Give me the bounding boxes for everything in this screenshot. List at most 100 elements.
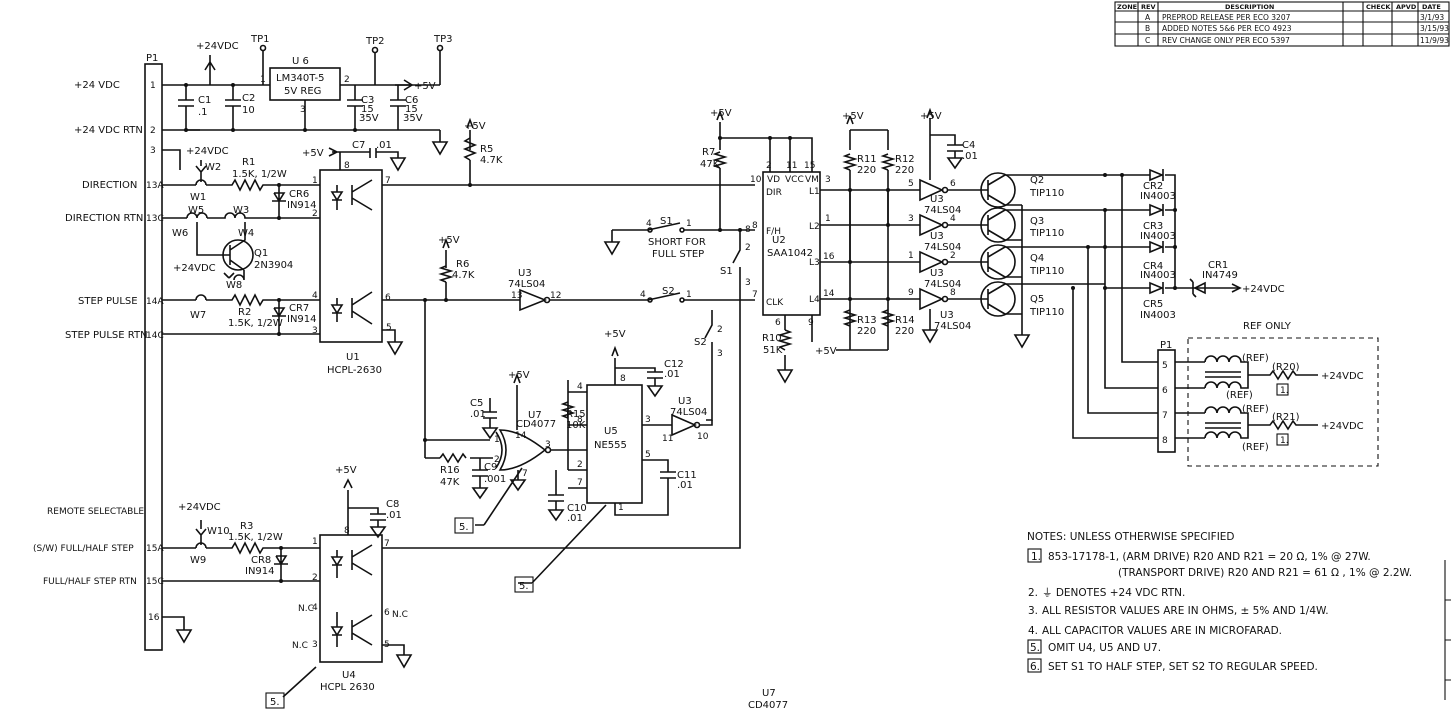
u4-supply-wiring bbox=[343, 478, 387, 539]
flyback-diodes: CR2 IN4003 CR3 IN4003 CR4 IN4003 CR5 IN4… bbox=[1071, 168, 1285, 321]
u2-pin-dir: DIR bbox=[766, 188, 782, 198]
s1-caption-2: FULL STEP bbox=[652, 249, 704, 260]
pin-3: 3 bbox=[150, 146, 156, 156]
signal-24vdc: +24 VDC bbox=[74, 80, 120, 91]
darlington-transistors: Q2 TIP110 Q3 TIP110 Q4 TIP110 Q5 TIP110 bbox=[975, 172, 1105, 349]
svg-text:5.: 5. bbox=[519, 581, 529, 592]
pin-1: 1 bbox=[150, 81, 156, 91]
r10-value: 51K bbox=[763, 345, 783, 356]
ref-label-2: (REF) bbox=[1226, 390, 1253, 401]
svg-text:5.: 5. bbox=[459, 522, 469, 533]
q2-ref: Q2 bbox=[1030, 175, 1044, 186]
u3b-part: 74LS04 bbox=[924, 205, 961, 216]
svg-text:2: 2 bbox=[766, 161, 772, 171]
svg-text:1: 1 bbox=[618, 503, 624, 513]
r7-ref: R7 bbox=[702, 147, 715, 158]
svg-text:2: 2 bbox=[312, 573, 318, 583]
optocoupler-u1: U1 HCPL-2630 12 43 76 58 bbox=[312, 161, 392, 376]
motor-pin-6: 6 bbox=[1162, 386, 1168, 396]
svg-text:4: 4 bbox=[950, 214, 956, 224]
rev-b-description: ADDED NOTES 5&6 PER ECO 4923 bbox=[1162, 24, 1292, 33]
w8-label: W8 bbox=[226, 280, 242, 291]
note-4-text: ALL CAPACITOR VALUES ARE IN MICROFARAD. bbox=[1042, 625, 1282, 637]
signal-full-half-step: (S/W) FULL/HALF STEP bbox=[33, 544, 134, 554]
pin-14a: 14A bbox=[146, 297, 164, 307]
footer-u7-part: CD4077 bbox=[748, 700, 788, 711]
tp1-label: TP1 bbox=[250, 34, 270, 45]
r6-wires bbox=[442, 237, 450, 300]
svg-text:7: 7 bbox=[577, 478, 583, 488]
c12-ref: C12 bbox=[664, 359, 684, 370]
motor-connector-name: P1 bbox=[1160, 340, 1172, 351]
u3c-ref: U3 bbox=[930, 231, 944, 242]
note-pointers bbox=[282, 467, 607, 698]
signal-full-half-step-rtn: FULL/HALF STEP RTN bbox=[43, 577, 137, 587]
r7-resistor bbox=[712, 151, 728, 169]
r13-r14-wiring bbox=[836, 190, 889, 351]
c7-label-value: .01 bbox=[376, 140, 392, 151]
u6-desc: 5V REG bbox=[284, 86, 321, 97]
cr1-ref: CR1 bbox=[1208, 260, 1228, 271]
r15-ref: R15 bbox=[566, 409, 586, 420]
u4-nc-right: N.C bbox=[392, 610, 408, 620]
motor-section: P1 5 6 7 8 REF ONLY (REF) (REF) (REF) (R… bbox=[1072, 175, 1379, 467]
svg-text:3: 3 bbox=[745, 278, 751, 288]
svg-text:2: 2 bbox=[494, 455, 500, 465]
svg-text:8: 8 bbox=[620, 374, 626, 384]
q4-part: TIP110 bbox=[1029, 266, 1064, 277]
r16-value: 47K bbox=[440, 477, 460, 488]
rev-a-description: PREPROD RELEASE PER ECO 3207 bbox=[1162, 13, 1291, 22]
r3-value: 1.5K, 1/2W bbox=[228, 532, 283, 543]
r11-ref: R11 bbox=[857, 154, 877, 165]
r5-ref: R5 bbox=[480, 144, 493, 155]
note-3-text: ALL RESISTOR VALUES ARE IN OHMS, ± 5% AN… bbox=[1042, 605, 1329, 617]
svg-text:1: 1 bbox=[494, 435, 500, 445]
u7-ref: U7 bbox=[528, 410, 542, 421]
rev-header-description: DESCRIPTION bbox=[1225, 3, 1274, 11]
rev-a-letter: A bbox=[1145, 13, 1151, 22]
tp3-label: TP3 bbox=[433, 34, 453, 45]
ground-c7-icon bbox=[389, 157, 407, 172]
svg-text:8: 8 bbox=[344, 526, 350, 536]
q4-ref: Q4 bbox=[1030, 253, 1044, 264]
w2-24vdc-label: +24VDC bbox=[186, 146, 229, 157]
r10-wiring bbox=[776, 315, 813, 384]
u2-pin-vd: VD bbox=[767, 175, 780, 185]
note-5-text: OMIT U4, U5 AND U7. bbox=[1048, 642, 1161, 654]
svg-text:2: 2 bbox=[950, 251, 956, 261]
svg-text:14: 14 bbox=[823, 289, 835, 299]
r14-value: 220 bbox=[895, 326, 914, 337]
svg-text:3: 3 bbox=[312, 640, 318, 650]
r12-resistor bbox=[880, 153, 896, 171]
note-1-text2: (TRANSPORT DRIVE) R20 AND R21 = 61 Ω , 1… bbox=[1118, 567, 1412, 579]
q5-ref: Q5 bbox=[1030, 294, 1044, 305]
c6-value: 15 bbox=[405, 104, 418, 115]
c4-value: .01 bbox=[962, 151, 978, 162]
svg-text:5: 5 bbox=[645, 450, 651, 460]
u5-supply-label: +5V bbox=[604, 329, 626, 340]
u4-output-wire bbox=[382, 300, 741, 549]
power-5v-label: +5V bbox=[414, 81, 436, 92]
svg-text:8: 8 bbox=[752, 221, 758, 231]
u3-output-inverters: +5V C4 .01 U3 74LS04 U3 74LS04 U3 74LS04… bbox=[908, 107, 978, 344]
svg-text:5: 5 bbox=[908, 179, 914, 189]
connector-p1: P1 +24 VDC 1 +24 VDC RTN 2 3 DIRECTION 1… bbox=[33, 53, 164, 651]
q2-part: TIP110 bbox=[1029, 188, 1064, 199]
r11-supply-label: +5V bbox=[842, 111, 864, 122]
svg-text:7: 7 bbox=[752, 290, 758, 300]
svg-text:6: 6 bbox=[950, 179, 956, 189]
direction-input: +24VDC W2 W1 R1 1.5K, 1/2W CR6 IN914 W5 … bbox=[172, 146, 320, 291]
note5-tag-1 bbox=[454, 517, 474, 534]
c4-ref: C4 bbox=[962, 140, 975, 151]
note-3-num: 3. bbox=[1028, 605, 1038, 617]
pin-2: 2 bbox=[150, 126, 156, 136]
r21-supply: +24VDC bbox=[1321, 421, 1364, 432]
svg-text:3: 3 bbox=[825, 175, 831, 185]
svg-text:8: 8 bbox=[950, 288, 956, 298]
u3d-part: 74LS04 bbox=[924, 279, 961, 290]
r6-value: 4.7K bbox=[452, 270, 475, 281]
note-5-num: 5. bbox=[1030, 642, 1040, 654]
u3f-ref: U3 bbox=[678, 396, 692, 407]
u3e-ref: U3 bbox=[940, 310, 954, 321]
u5-part: NE555 bbox=[594, 440, 627, 451]
